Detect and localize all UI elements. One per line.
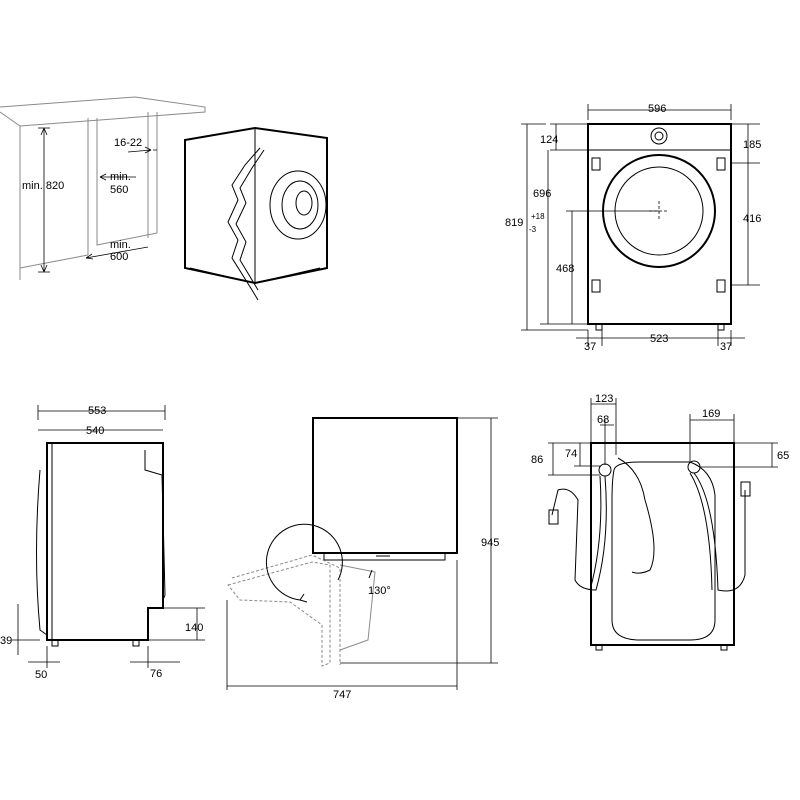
front-foot-span-label: 523 — [650, 333, 668, 345]
front-drum-height-label: 696 — [533, 188, 551, 200]
niche-depth-label-1: min. — [110, 171, 131, 183]
front-right-top-label: 185 — [743, 139, 761, 151]
door-angle-label: 130° — [368, 585, 391, 597]
front-view: 596 124 185 696 819 +18 -3 416 468 37 52… — [505, 103, 761, 353]
side-recess-height-label: 140 — [185, 622, 203, 634]
side-foot-front-label: 50 — [35, 669, 47, 681]
rear-drain-right-label: 169 — [702, 408, 720, 420]
door-total-depth-label: 747 — [333, 689, 351, 701]
rear-left-86-label: 86 — [531, 454, 543, 466]
rear-left-74-label: 74 — [565, 448, 577, 460]
niche-width-label-2: 600 — [110, 251, 128, 263]
front-total-height-label: 819 — [505, 217, 523, 229]
niche-gap-label: 16-22 — [114, 137, 142, 149]
door-opening-view: 130° 945 747 — [226, 417, 499, 701]
door-height-label: 945 — [481, 537, 499, 549]
front-foot-right-label: 37 — [720, 341, 732, 353]
front-width-label: 596 — [648, 103, 666, 115]
niche-height-label: min. 820 — [22, 180, 64, 192]
side-view: 553 540 39 50 76 140 — [0, 405, 205, 681]
side-foot-rear-label: 76 — [150, 668, 162, 680]
niche-depth-label-2: 560 — [110, 184, 128, 196]
front-drum-low-label: 468 — [556, 263, 574, 275]
rear-right-65-label: 65 — [777, 450, 789, 462]
rear-drain-offset-label: 68 — [597, 414, 609, 426]
side-depth-total-label: 553 — [88, 405, 106, 417]
front-tolerance-minus: -3 — [529, 225, 537, 234]
side-depth-body-label: 540 — [86, 425, 104, 437]
front-tolerance-plus: +18 — [531, 212, 545, 221]
rear-view: 123 68 169 86 74 65 — [531, 393, 789, 651]
rear-inlet-left-label: 123 — [595, 393, 613, 405]
front-right-mid-label: 416 — [743, 213, 761, 225]
side-bottom-left-label: 39 — [0, 635, 12, 647]
front-foot-left-label: 37 — [584, 341, 596, 353]
niche-installation-view: min. 820 16-22 min. 560 min. 600 — [0, 96, 328, 301]
niche-width-label-1: min. — [110, 239, 131, 251]
front-top-offset-label: 124 — [540, 134, 558, 146]
